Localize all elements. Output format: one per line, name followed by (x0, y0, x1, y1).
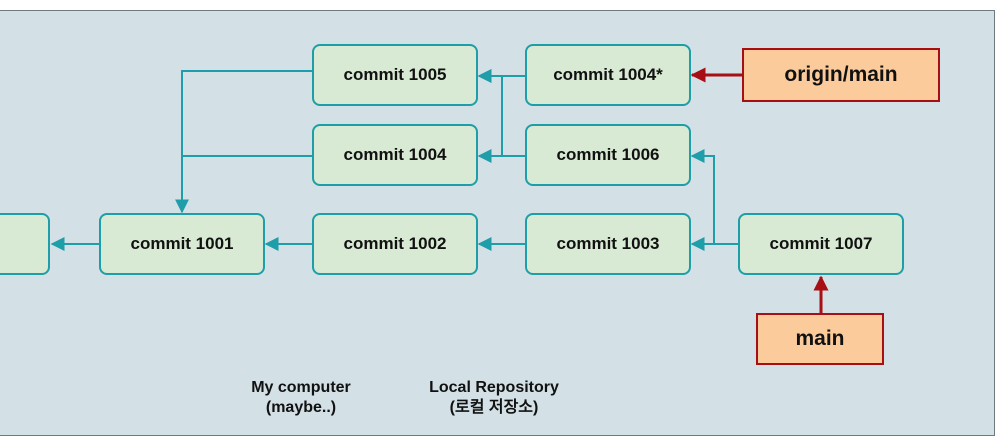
caption-my-computer-line2: (maybe..) (265, 399, 337, 416)
edge-1005-to-1001 (175, 70, 313, 214)
ref-main: main (756, 313, 884, 365)
commit-node-1004: commit 1004 (312, 124, 478, 186)
caption-my-computer-line1: My computer (251, 379, 351, 396)
caption-my-computer: My computer (maybe..) (220, 378, 382, 418)
commit-node-1002: commit 1002 (312, 213, 478, 275)
edge-1006-to-1005 (477, 69, 525, 157)
ref-origin-main: origin/main (742, 48, 940, 102)
commit-node-1005: commit 1005 (312, 44, 478, 106)
diagram-canvas: commit 1001 commit 1002 commit 1003 comm… (0, 10, 995, 436)
commit-node-1006: commit 1006 (525, 124, 691, 186)
commit-node-partial (0, 213, 50, 275)
edge-1007-to-1006 (690, 149, 715, 244)
edges-layer (50, 67, 829, 313)
commit-node-1003: commit 1003 (525, 213, 691, 275)
caption-local-repository-line1: Local Repository (429, 379, 559, 396)
commit-node-1001: commit 1001 (99, 213, 265, 275)
caption-local-repository-line2: (로컬 저장소) (449, 399, 539, 416)
caption-local-repository: Local Repository (로컬 저장소) (400, 378, 588, 418)
commit-node-1007: commit 1007 (738, 213, 904, 275)
commit-node-1004star: commit 1004* (525, 44, 691, 106)
